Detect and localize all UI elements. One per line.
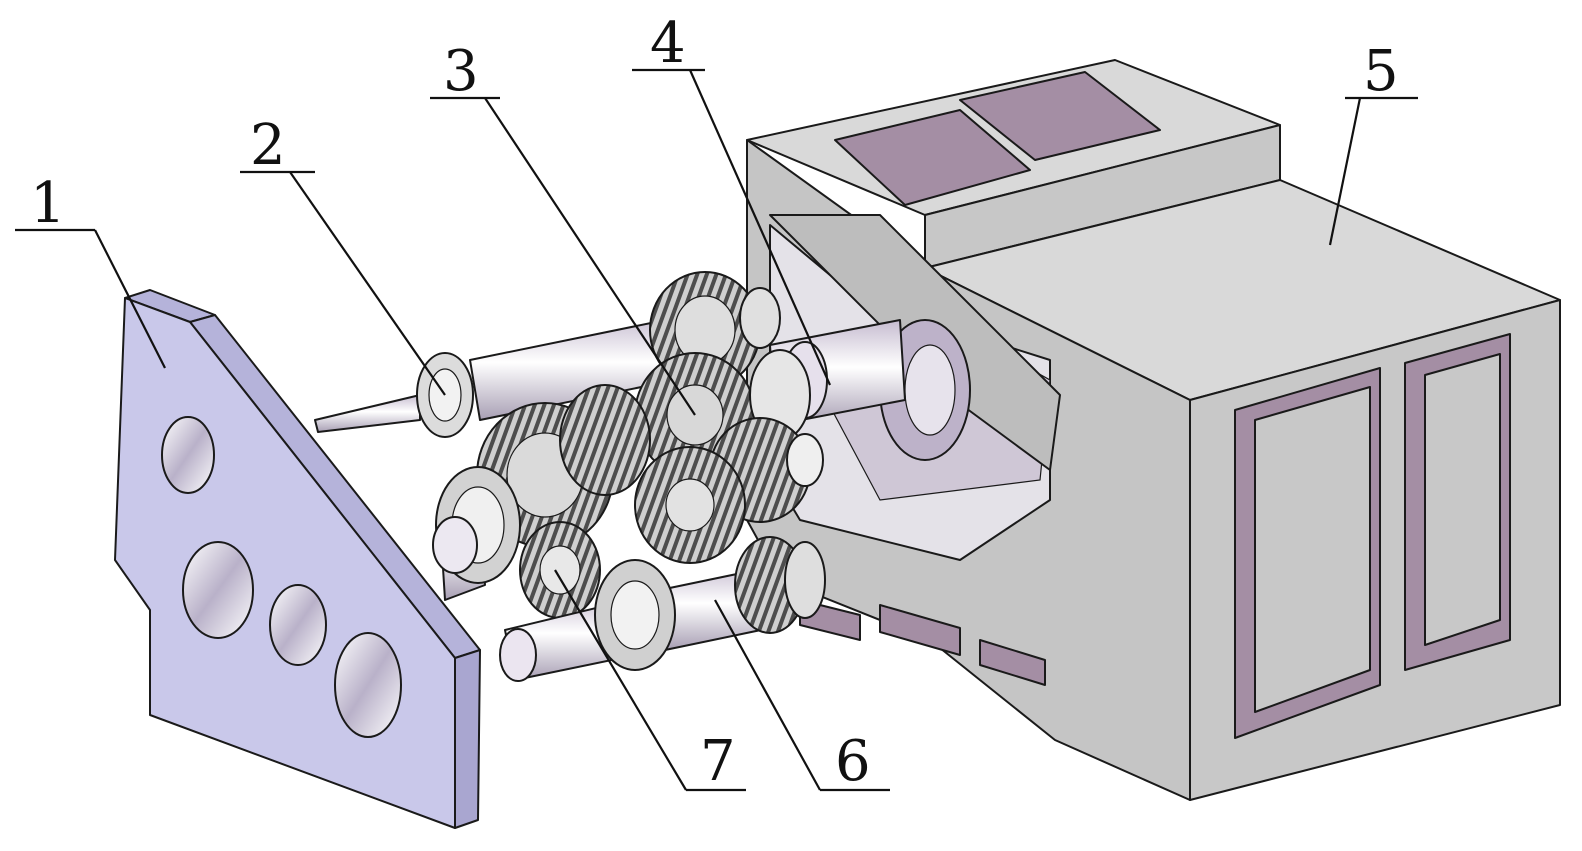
housing-part: [746, 59, 1561, 801]
callout-numbers: 1 2 3 4 5 6 7: [30, 11, 1399, 794]
callout-2: 2: [250, 113, 286, 178]
callout-7: 7: [700, 729, 736, 794]
leader-6-pointer: [714, 599, 821, 791]
leader-1-pointer: [94, 229, 166, 369]
leader-5-pointer: [1328, 97, 1362, 246]
callout-1: 1: [30, 171, 66, 236]
leader-7-pointer: [554, 569, 687, 791]
callout-6: 6: [835, 729, 871, 794]
leader-2-pointer: [289, 171, 446, 396]
leader-3-pointer: [484, 97, 696, 416]
plate-part: [114, 289, 481, 829]
callout-leaders: [15, 68, 1418, 792]
gear-cluster: [314, 271, 906, 682]
callout-5: 5: [1363, 39, 1399, 104]
leader-4-pointer: [688, 69, 832, 386]
callout-4: 4: [650, 11, 686, 76]
callout-3: 3: [443, 39, 479, 104]
